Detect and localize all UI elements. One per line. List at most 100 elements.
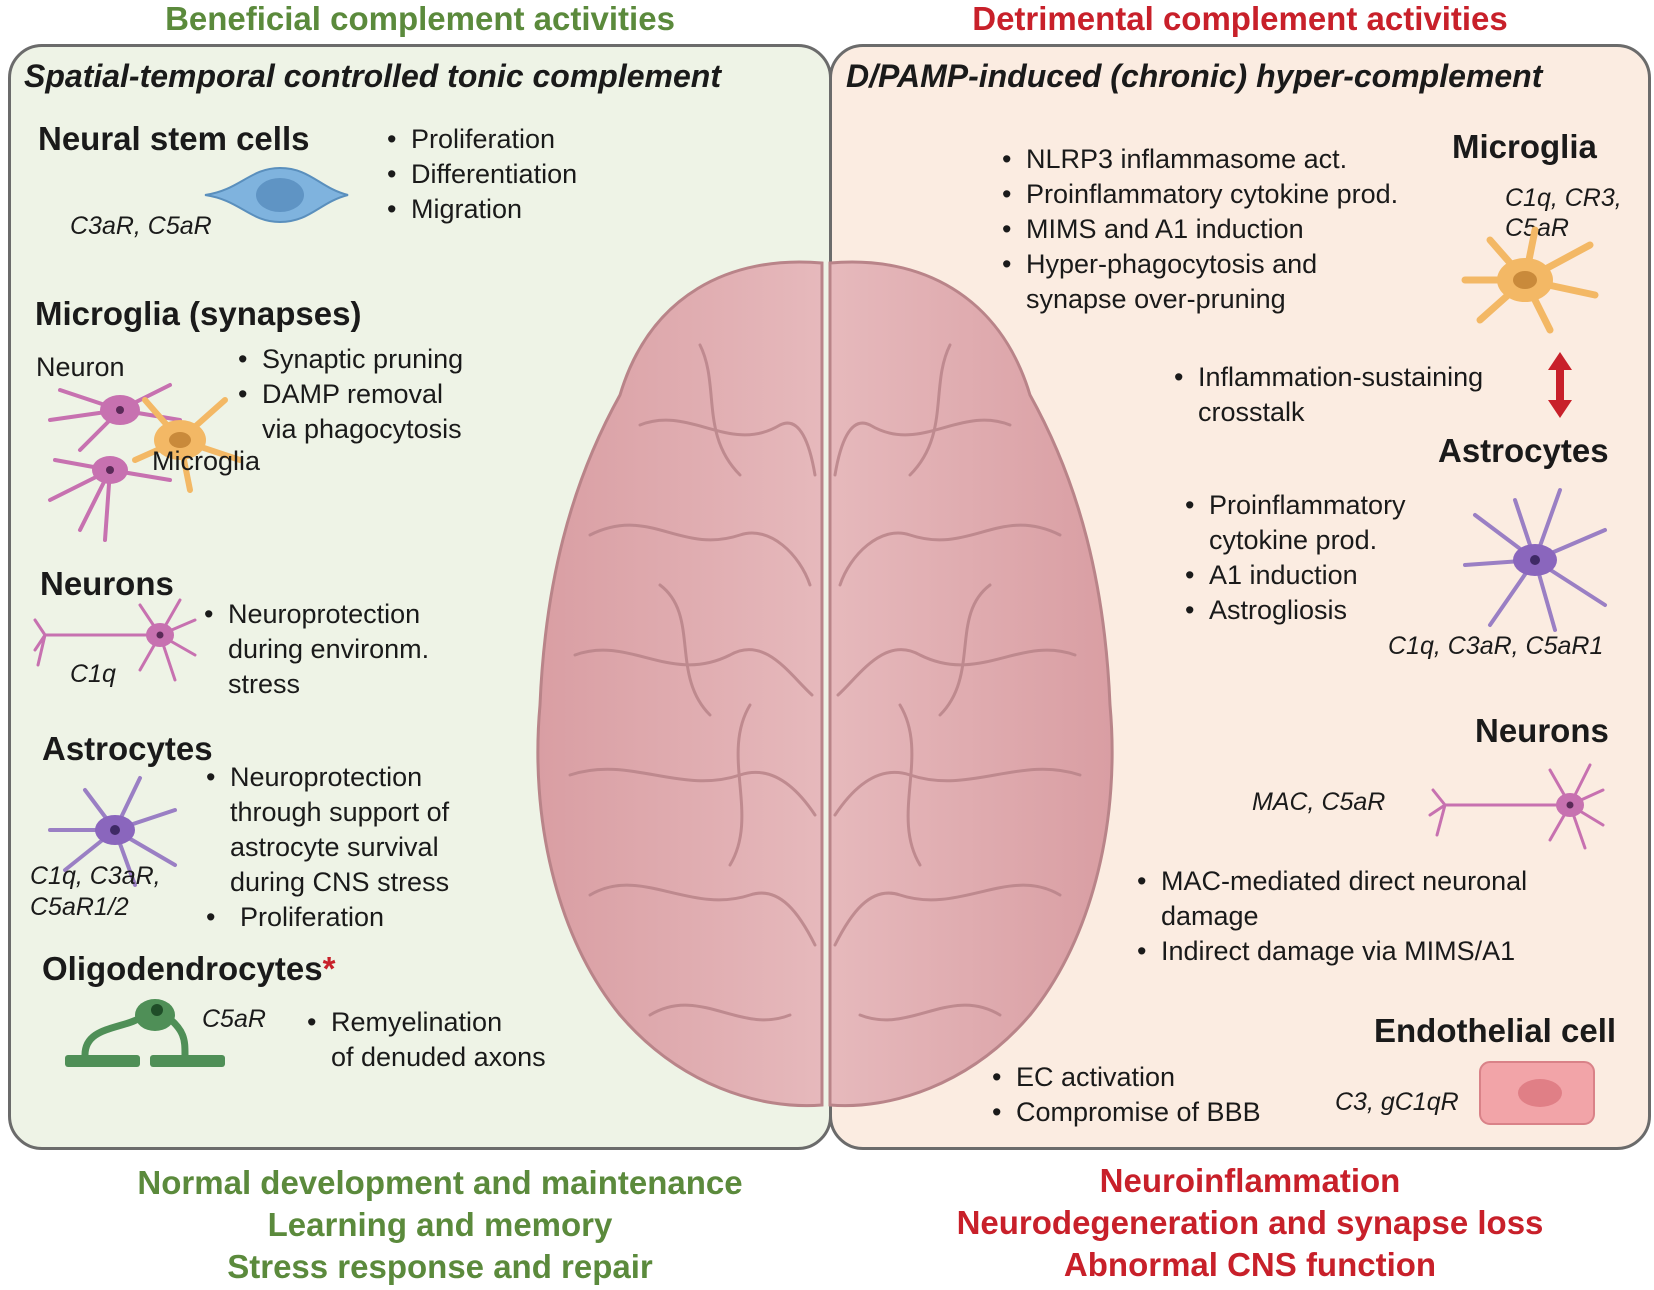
continuation-text: crosstalk [1198,397,1305,427]
astrocytes-title-right: Astrocytes [1438,432,1609,469]
list-item: of denuded axons [305,1040,546,1075]
list-item: damage [1135,899,1527,934]
endothelial-bullets: EC activation Compromise of BBB [990,1060,1261,1130]
list-item: Proinflammatory cytokine prod. [1000,177,1398,212]
list-item: A1 induction [1183,558,1406,593]
tonic-complement-subtitle: Spatial-temporal controlled tonic comple… [24,58,721,94]
neural-stem-cells-title: Neural stem cells [38,120,310,157]
beneficial-outcomes: Normal development and maintenance Learn… [60,1162,820,1288]
microglia-receptors-line1: C1q, CR3, [1505,184,1622,212]
list-item: Differentiation [385,157,577,192]
microglia-synapses-title: Microglia (synapses) [35,295,362,332]
brain-illustration [536,260,1114,1108]
outcome-item: Neurodegeneration and synapse loss [956,1204,1544,1241]
oligodendrocytes-title: Oligodendrocytes* [42,950,335,988]
continuation-text: synapse over-pruning [1026,284,1286,314]
neurons-title: Neurons [40,565,174,602]
list-item: Remyelination [305,1005,546,1040]
hyper-complement-subtitle: D/PAMP-induced (chronic) hyper-complemen… [846,58,1543,94]
list-item: Compromise of BBB [990,1095,1261,1130]
list-item: Indirect damage via MIMS/A1 [1135,934,1527,969]
list-item: astrocyte survival [204,830,449,865]
continuation-text: of denuded axons [331,1042,546,1072]
oligodendrocyte-receptors: C5aR [202,1005,266,1033]
neuron-label: Neuron [36,352,125,382]
astrocyte-icon-left [48,776,177,887]
neuron-receptors: C1q [70,660,116,688]
list-item: EC activation [990,1060,1261,1095]
continuation-text: via phagocytosis [262,414,462,444]
stem-cell-receptors: C3aR, C5aR [70,212,212,240]
detrimental-header: Detrimental complement activities [972,0,1508,37]
astrocytes-title-left: Astrocytes [42,730,213,767]
list-item: during CNS stress [204,865,449,900]
endothelial-title: Endothelial cell [1374,1012,1617,1049]
oligodendrocyte-icon [65,999,225,1067]
list-item: during environm. [202,632,429,667]
list-item: Inflammation-sustaining [1172,360,1483,395]
list-item: crosstalk [1172,395,1483,430]
list-item: stress [202,667,429,702]
continuation-text: stress [228,669,301,699]
outcome-item: Neuroinflammation [1099,1162,1401,1199]
beneficial-header: Beneficial complement activities [165,0,675,37]
endothelial-cell-icon [1479,1061,1595,1125]
astrocyte-bullets-left: Neuroprotection through support of astro… [204,760,449,935]
microglia-label: Microglia [152,446,261,476]
oligodendrocyte-bullets: Remyelination of denuded axons [305,1005,546,1075]
list-item: Neuroprotection [202,597,429,632]
outcome-item: Stress response and repair [227,1248,653,1285]
neuron-icon [33,598,197,682]
list-item: cytokine prod. [1183,523,1406,558]
microglia-title-right: Microglia [1452,128,1597,165]
outcome-item: Learning and memory [267,1206,613,1243]
outcome-item: Abnormal CNS function [1063,1246,1437,1283]
list-item: Migration [385,192,577,227]
list-item: Neuroprotection [204,760,449,795]
oligodendrocytes-title-text: Oligodendrocytes [42,950,323,987]
list-item: Proliferation [385,122,577,157]
neurons-title-right: Neurons [1475,712,1609,749]
star-marker: * [322,950,336,987]
continuation-text: during CNS stress [230,867,450,897]
double-arrow-icon [1548,352,1572,418]
astrocyte-icon-right [1463,488,1607,632]
list-item: DAMP removal [236,377,463,412]
astrocyte-receptors-line1: C1q, C3aR, [30,862,161,890]
list-item: NLRP3 inflammasome act. [1000,142,1398,177]
right-hemisphere [828,260,1114,1108]
microglia-icon-right [1461,226,1599,334]
list-item: Proliferation [204,900,449,935]
microglia-bullets-right: NLRP3 inflammasome act. Proinflammatory … [1000,142,1398,317]
continuation-text: damage [1161,901,1259,931]
list-item: through support of [204,795,449,830]
list-item: Proinflammatory [1183,488,1406,523]
stem-cell-icon [204,166,349,224]
continuation-text: astrocyte survival [230,832,439,862]
neuron-receptors-right: MAC, C5aR [1252,788,1386,816]
neuron-bullets-right: MAC-mediated direct neuronal damage Indi… [1135,864,1527,969]
microglia-synapse-bullets: Synaptic pruning DAMP removal via phagoc… [236,342,463,447]
neuron-microglia-icon [48,383,243,542]
continuation-text: through support of [230,797,450,827]
brain-gyri [568,343,1082,1022]
neuron-bullets: Neuroprotection during environm. stress [202,597,429,702]
continuation-text: during environm. [228,634,430,664]
list-item: MIMS and A1 induction [1000,212,1398,247]
list-item: MAC-mediated direct neuronal [1135,864,1527,899]
endothelial-receptors: C3, gC1qR [1335,1088,1459,1116]
detrimental-outcomes: Neuroinflammation Neurodegeneration and … [880,1160,1620,1286]
astrocyte-receptors-right: C1q, C3aR, C5aR1 [1388,632,1604,660]
astrocyte-receptors-line2: C5aR1/2 [30,893,129,921]
left-hemisphere [536,260,824,1108]
astrocyte-bullets-right: Proinflammatory cytokine prod. A1 induct… [1183,488,1406,628]
list-item: Astrogliosis [1183,593,1406,628]
crosstalk-bullets: Inflammation-sustaining crosstalk [1172,360,1483,430]
list-item: Synaptic pruning [236,342,463,377]
list-item: Hyper-phagocytosis and [1000,247,1398,282]
continuation-text: cytokine prod. [1209,525,1378,555]
outcome-item: Normal development and maintenance [137,1164,743,1201]
list-item: via phagocytosis [236,412,463,447]
stem-cell-bullets: Proliferation Differentiation Migration [385,122,577,227]
neuron-icon-right [1428,763,1605,850]
